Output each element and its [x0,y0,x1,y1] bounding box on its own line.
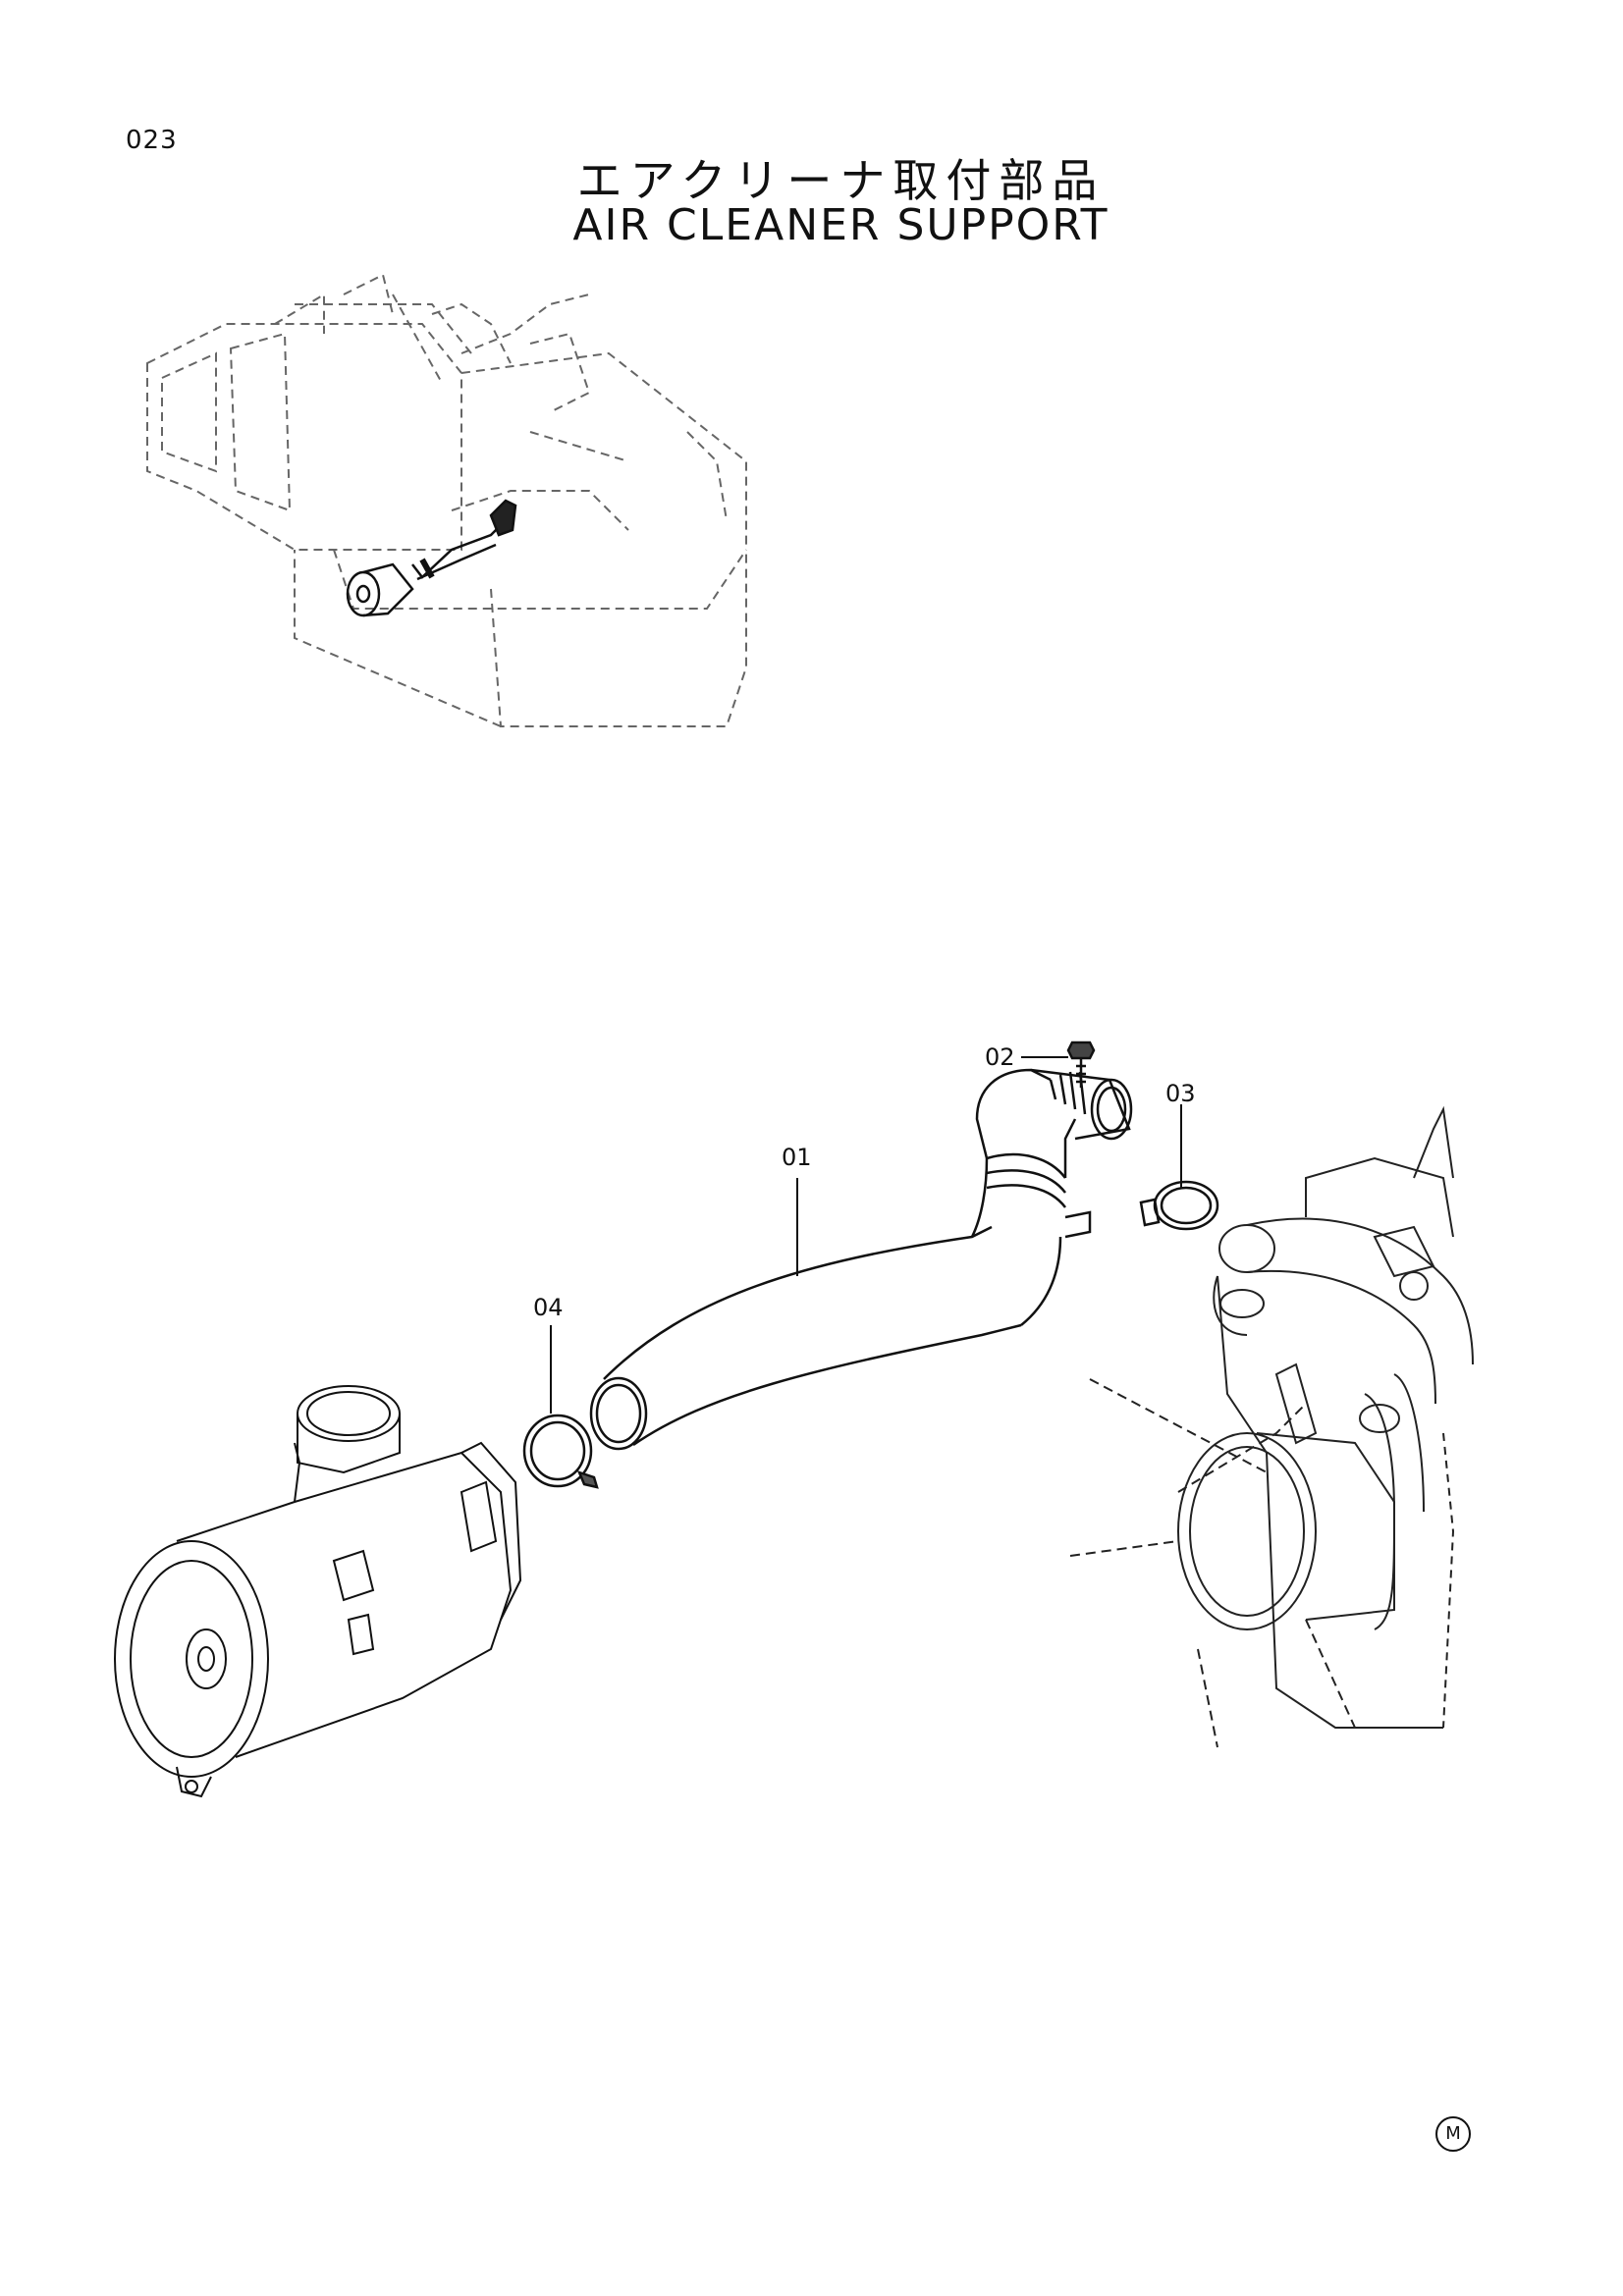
callout-03: 03 [1165,1080,1196,1107]
excavator-overview-illustration [146,273,747,727]
page-title-english: AIR CLEANER SUPPORT [572,200,1109,250]
callout-01: 01 [782,1144,812,1171]
bolt-02-illustration [1066,1041,1096,1088]
hose-01-illustration [589,1068,1133,1451]
leader-lines [550,1056,1182,1414]
clamp-03-illustration [1139,1180,1219,1231]
page-title-japanese: エアクリーナ取付部品 [576,154,1106,207]
callout-02: 02 [985,1043,1015,1071]
page-number: 023 [126,126,178,155]
engine-illustration [1069,1105,1474,1748]
air-cleaner-location-highlight [346,499,517,617]
manufacturer-mark: M [1435,2116,1471,2152]
callout-04: 04 [533,1294,564,1321]
clamp-04-illustration [522,1414,599,1489]
air-cleaner-illustration [114,1385,522,1798]
